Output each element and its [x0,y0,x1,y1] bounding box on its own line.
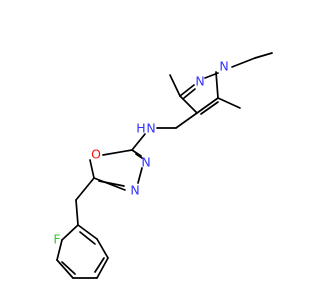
bond-10 [217,97,241,109]
bond-13 [131,133,146,151]
bond-19 [135,153,143,159]
bond-4 [196,97,219,114]
structure-canvas: N N N H O N N F [53,52,273,279]
bond-layer [56,52,273,279]
bond-6 [179,95,198,114]
bond-22 [75,199,79,226]
atom-layer: N N N H O N N F [53,59,228,247]
bond-1 [231,57,256,68]
molecule-diagram: N N N H O N N F [53,52,273,279]
bond-24 [56,239,63,261]
bond-28 [96,257,109,279]
atom-f-fluoro: F [53,232,60,247]
bond-31 [77,224,98,240]
atom-o-oxadiazole: O [91,147,101,162]
bond-16 [93,177,126,191]
bond-21 [75,177,95,201]
bond-15 [89,159,95,179]
atom-n-oxadiazole-1: N [141,155,150,170]
atom-n-pyrazole-2: N [195,74,204,89]
bond-26 [61,261,76,275]
bond-20 [137,167,143,184]
bond-0 [254,52,273,59]
atom-n-amine: N [146,121,155,136]
bond-29 [94,257,105,273]
bond-14 [102,149,133,156]
atom-n-oxadiazole-2: N [130,183,139,198]
atom-n-pyrazole-1: N [219,59,228,74]
bond-32 [79,231,96,245]
bond-8 [183,88,196,99]
bond-11 [175,112,198,129]
bond-5 [200,101,219,115]
bond-25 [56,259,74,279]
bond-23 [61,224,79,241]
bond-9 [169,74,181,97]
atom-h-amine: H [136,121,145,136]
bond-18 [131,149,142,157]
bond-17 [98,180,125,187]
bond-7 [179,84,195,97]
bond-3 [215,71,219,99]
bond-30 [96,238,109,259]
